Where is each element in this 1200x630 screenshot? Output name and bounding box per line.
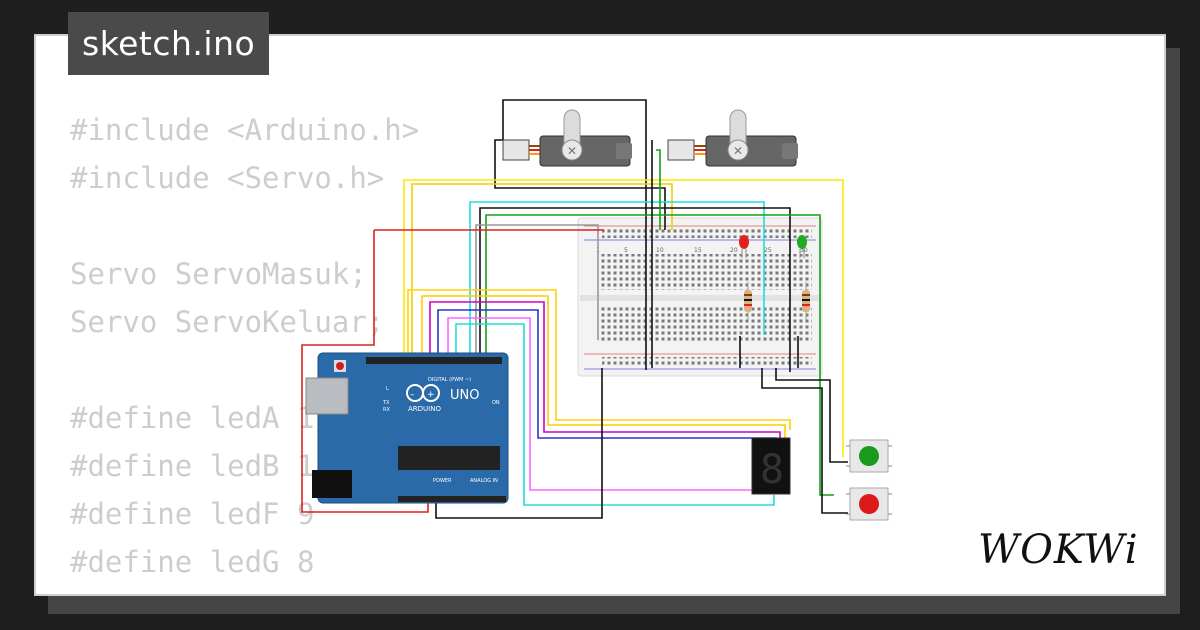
servo-screw-icon: ✕ [733, 144, 743, 158]
breadboard-col-label: 20 [730, 247, 738, 254]
pushbutton-green-cap [859, 446, 879, 466]
code-line: #define ledE 7 [70, 586, 419, 594]
l-label: L [386, 386, 389, 392]
code-line: #include <Servo.h> [70, 161, 385, 195]
code-line: #define ledG 8 [70, 545, 315, 579]
svg-text:+: + [427, 390, 435, 400]
code-background: #include <Arduino.h> #include <Servo.h> Se… [70, 106, 420, 594]
analog-label: ANALOG IN [470, 478, 498, 484]
servo-screw-icon: ✕ [567, 144, 577, 158]
board-name: UNO [450, 388, 479, 403]
wokwi-logo: WOKWi [978, 527, 1139, 573]
led-green [797, 235, 807, 258]
code-line: #define ledB 1 [70, 449, 315, 483]
breadboard-col-label: 15 [694, 247, 702, 254]
tx-label: TX [382, 400, 390, 406]
arduino-uno: – + ARDUINO UNO DIGITAL (PWM ~) POWER AN… [305, 352, 509, 504]
rx-label: RX [383, 407, 390, 413]
digital-label: DIGITAL (PWM ~) [428, 377, 471, 383]
resistor-left [744, 282, 752, 320]
pushbutton-red-cap [859, 494, 879, 514]
servo-right: ✕ [667, 109, 798, 167]
led-red [739, 235, 749, 258]
code-line: Servo ServoMasuk; [70, 257, 367, 291]
pushbutton-green[interactable] [846, 439, 892, 473]
code-line: #define ledF 9 [70, 497, 315, 531]
on-label: ON [492, 400, 500, 406]
seven-segment-display: 8 [751, 437, 791, 495]
breadboard-col-label: 5 [624, 247, 628, 254]
svg-text:–: – [410, 390, 415, 400]
breadboard-col-label: 10 [656, 247, 664, 254]
pushbutton-red[interactable] [846, 487, 892, 521]
wires [301, 99, 848, 519]
breadboard-col-label: 25 [764, 247, 772, 254]
board-brand: ARDUINO [408, 405, 441, 413]
led-green-body [797, 235, 807, 249]
filename-tab[interactable]: sketch.ino [68, 12, 270, 75]
breadboard: 1 5 10 15 20 25 30 [577, 217, 823, 377]
display-digit: 8 [760, 447, 784, 493]
power-label: POWER [433, 478, 452, 484]
code-line: Servo ServoKeluar; [70, 305, 385, 339]
servo-left: ✕ [502, 109, 632, 167]
resistor-right [802, 282, 810, 320]
code-line: #include <Arduino.h> [70, 113, 420, 147]
led-red-body [739, 235, 749, 249]
